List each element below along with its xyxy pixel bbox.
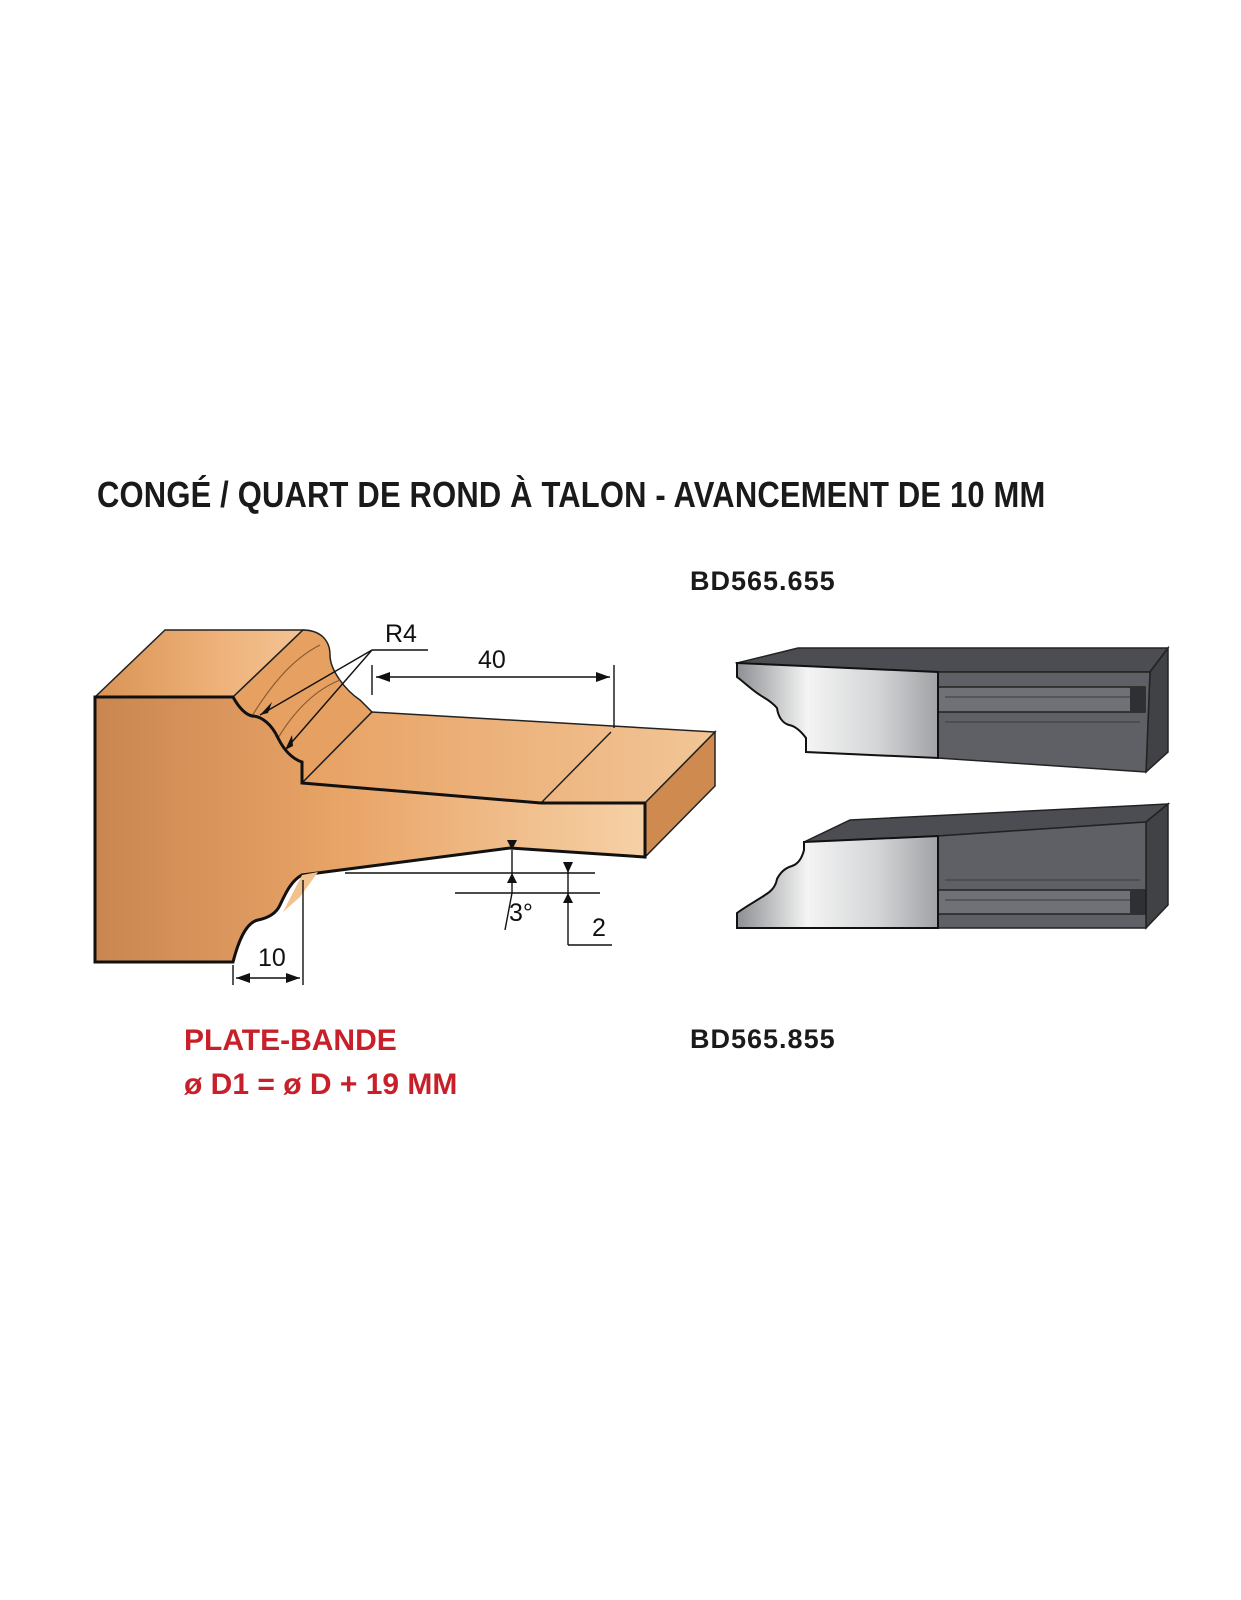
wood-front-face (93, 695, 647, 964)
dimension-arrows (236, 672, 610, 983)
reference-top: BD565.655 (690, 566, 836, 596)
dim-advance-label: 10 (258, 944, 286, 972)
cutter-knife-top (734, 645, 1170, 774)
dim-angle-label: 3° (509, 899, 533, 927)
dim-radius-label: R4 (385, 620, 417, 648)
reference-bottom: BD565.855 (690, 1024, 836, 1054)
profile-name: PLATE-BANDE (184, 1024, 397, 1057)
wood-profile (93, 629, 717, 964)
wood-moulding-groove (251, 644, 341, 739)
profile-formula: ø D1 = ø D + 19 MM (184, 1068, 458, 1101)
page-title: CONGÉ / QUART DE ROND À TALON - AVANCEME… (97, 474, 1046, 515)
wood-lower-bevel (283, 872, 318, 912)
wood-slope-edge (540, 731, 612, 804)
cutter-knife-bottom (736, 802, 1171, 930)
dim-length-label: 40 (478, 646, 506, 674)
dim-depth-label: 2 (592, 914, 606, 942)
